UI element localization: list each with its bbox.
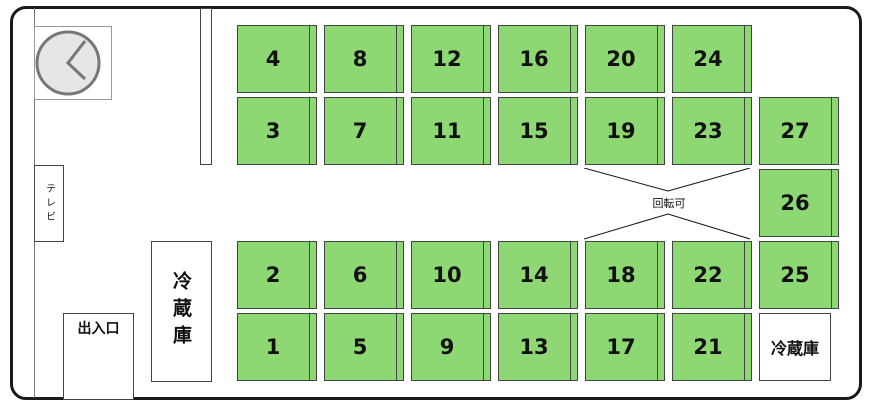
seat-number: 27 — [780, 119, 810, 143]
seat-5[interactable]: 5 — [324, 313, 404, 381]
rotatable-upper-arrow — [584, 168, 751, 192]
seat-23[interactable]: 23 — [672, 97, 752, 165]
seat-number: 23 — [693, 119, 723, 143]
fridge-right-label: 冷蔵庫 — [770, 339, 819, 358]
seat-number: 17 — [606, 335, 636, 359]
seat-number: 14 — [519, 263, 549, 287]
seat-11[interactable]: 11 — [411, 97, 491, 165]
rotatable-marker — [584, 168, 751, 240]
seat-9[interactable]: 9 — [411, 313, 491, 381]
seat-16[interactable]: 16 — [498, 25, 578, 93]
seat-number: 21 — [693, 335, 723, 359]
seat-27[interactable]: 27 — [759, 97, 839, 165]
rotatable-label: 回転可 — [652, 197, 686, 210]
seat-number: 15 — [519, 119, 549, 143]
seat-18[interactable]: 18 — [585, 241, 665, 309]
seat-7[interactable]: 7 — [324, 97, 404, 165]
seat-22[interactable]: 22 — [672, 241, 752, 309]
partition-wall — [200, 8, 212, 165]
seat-24[interactable]: 24 — [672, 25, 752, 93]
clock-icon — [35, 30, 101, 96]
rotatable-lower-arrow — [584, 213, 751, 240]
tv: テレビ — [34, 165, 64, 242]
seat-number: 4 — [265, 47, 281, 71]
seat-number: 7 — [352, 119, 368, 143]
seat-17[interactable]: 17 — [585, 313, 665, 381]
seat-1[interactable]: 1 — [237, 313, 317, 381]
seat-12[interactable]: 12 — [411, 25, 491, 93]
seat-number: 6 — [352, 263, 368, 287]
seat-19[interactable]: 19 — [585, 97, 665, 165]
seat-number: 2 — [265, 263, 281, 287]
seat-20[interactable]: 20 — [585, 25, 665, 93]
fridge-right: 冷蔵庫 — [759, 313, 831, 381]
seat-13[interactable]: 13 — [498, 313, 578, 381]
seat-number: 19 — [606, 119, 636, 143]
seat-6[interactable]: 6 — [324, 241, 404, 309]
seat-25[interactable]: 25 — [759, 241, 839, 309]
seat-4[interactable]: 4 — [237, 25, 317, 93]
seat-number: 8 — [352, 47, 368, 71]
seat-21[interactable]: 21 — [672, 313, 752, 381]
entrance: 出入口 — [63, 313, 134, 400]
entrance-label: 出入口 — [77, 321, 120, 337]
clock-frame — [34, 26, 112, 100]
tv-label: テレビ — [43, 182, 55, 225]
seat-number: 24 — [693, 47, 723, 71]
seat-15[interactable]: 15 — [498, 97, 578, 165]
seat-26[interactable]: 26 — [759, 169, 839, 237]
seat-number: 1 — [265, 335, 281, 359]
seat-number: 11 — [432, 119, 462, 143]
seat-10[interactable]: 10 — [411, 241, 491, 309]
seat-number: 16 — [519, 47, 549, 71]
seat-number: 3 — [265, 119, 281, 143]
seat-14[interactable]: 14 — [498, 241, 578, 309]
seat-number: 5 — [352, 335, 368, 359]
seat-number: 26 — [780, 191, 810, 215]
seat-number: 22 — [693, 263, 723, 287]
seat-3[interactable]: 3 — [237, 97, 317, 165]
seat-number: 13 — [519, 335, 549, 359]
seat-number: 9 — [439, 335, 455, 359]
seat-number: 10 — [432, 263, 462, 287]
seat-8[interactable]: 8 — [324, 25, 404, 93]
seat-number: 12 — [432, 47, 462, 71]
fridge-left-label: 冷蔵庫 — [170, 271, 192, 352]
seat-2[interactable]: 2 — [237, 241, 317, 309]
seat-number: 25 — [780, 263, 810, 287]
seat-number: 20 — [606, 47, 636, 71]
seat-number: 18 — [606, 263, 636, 287]
fridge-left: 冷蔵庫 — [151, 241, 212, 382]
